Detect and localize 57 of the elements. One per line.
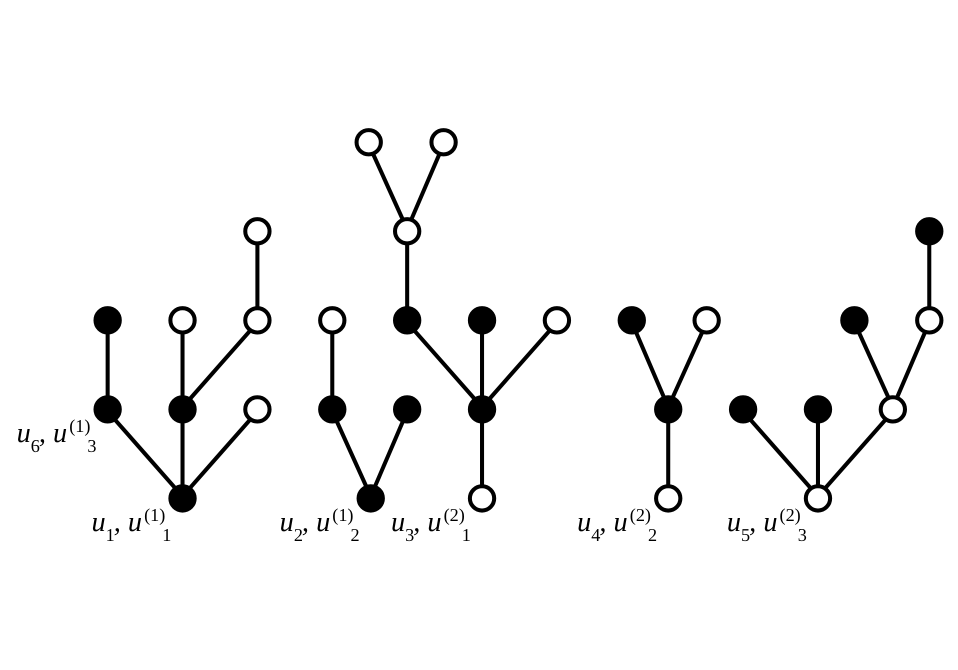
connector <box>895 330 927 398</box>
node-circle <box>542 306 572 334</box>
connector <box>188 328 252 400</box>
node-dot <box>915 216 944 245</box>
node-dot <box>393 394 422 424</box>
node-circle <box>318 306 346 334</box>
node-circle <box>243 216 272 245</box>
connector <box>824 417 888 489</box>
connector <box>412 328 476 400</box>
connector <box>106 332 110 396</box>
connector <box>488 328 552 400</box>
node-dot <box>168 484 197 512</box>
connector <box>409 152 442 220</box>
connector <box>670 330 704 398</box>
connector <box>480 332 484 396</box>
node-dot <box>840 306 869 334</box>
node-dot <box>393 306 422 334</box>
connector <box>748 417 812 489</box>
node-dot <box>468 394 496 424</box>
connector <box>371 152 405 220</box>
connector <box>255 243 260 308</box>
connector <box>405 243 410 308</box>
connector <box>816 421 820 486</box>
node-circle <box>468 484 496 512</box>
node-circle <box>654 484 682 512</box>
connector <box>113 417 177 489</box>
node-dot <box>318 394 346 424</box>
node-dot <box>728 394 758 424</box>
node-dot <box>93 394 122 424</box>
connector <box>334 420 368 487</box>
node-dot <box>654 394 682 424</box>
node-circle <box>804 484 832 512</box>
node-dot <box>618 306 646 334</box>
node-circle <box>915 306 944 334</box>
node-dot <box>804 394 832 424</box>
connector <box>666 421 670 486</box>
connector <box>180 421 185 486</box>
node-circle <box>243 306 272 334</box>
connector <box>180 332 185 396</box>
connector <box>927 243 932 308</box>
connector <box>373 420 405 487</box>
node-circle <box>393 216 422 245</box>
node-circle <box>878 394 908 424</box>
node-circle <box>429 128 458 156</box>
node-circle <box>243 394 272 424</box>
node-dot <box>93 306 122 334</box>
node-circle <box>168 306 197 334</box>
connector <box>634 330 666 398</box>
node-circle <box>692 306 721 334</box>
connector <box>480 421 484 486</box>
node-dot <box>356 484 385 512</box>
connector <box>330 332 334 396</box>
connector <box>188 417 252 489</box>
node-dot <box>168 394 197 424</box>
node-circle <box>354 128 383 156</box>
connector <box>856 330 890 398</box>
node-dot <box>468 306 496 334</box>
